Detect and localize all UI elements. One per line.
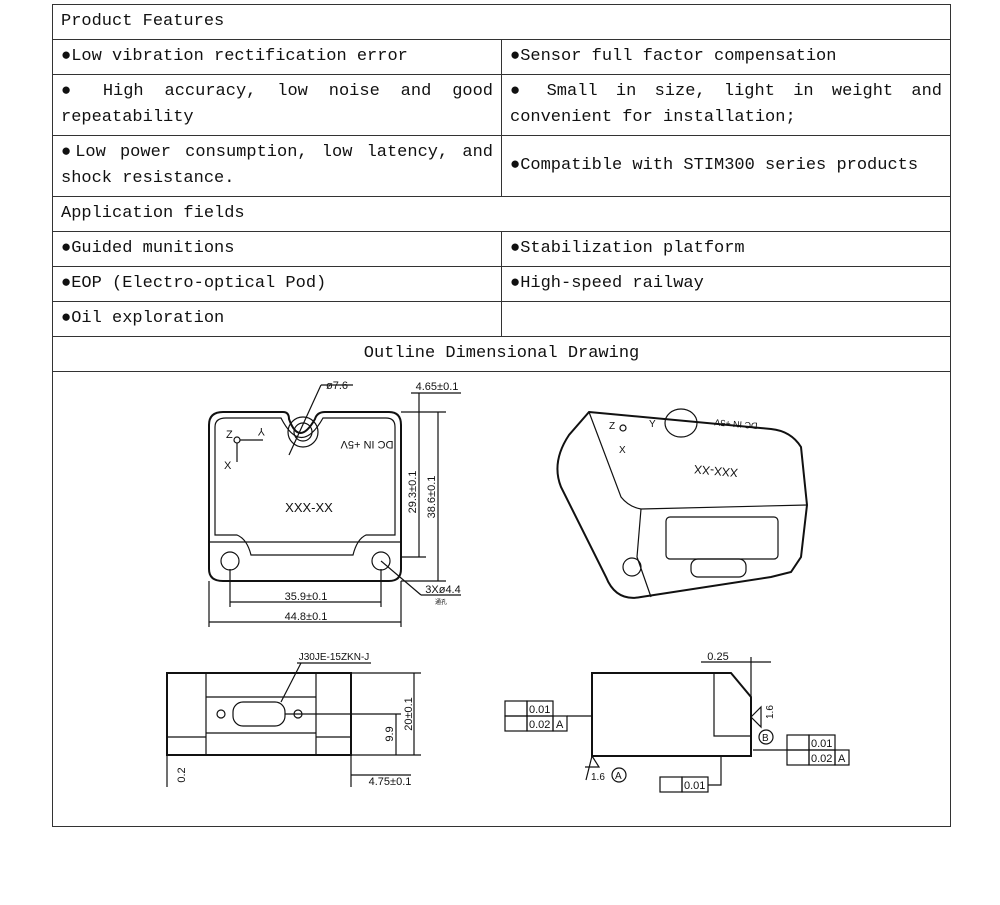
flatness-value: 0.01 [684,780,705,792]
datum-ref: A [556,719,564,731]
top-view: Z Y X DC IN +5V XXX-XX ø7.6 4.65±0.1 29.… [208,380,461,627]
base-dim: 0.2 [176,767,188,782]
application-item [500,301,952,337]
flatness-value: 0.01 [529,704,550,716]
height-inner-dim: 29.3±0.1 [407,471,419,514]
section-title-features: Product Features [51,4,952,40]
iso-axis-y: Y [649,419,656,430]
width-inner-dim: 35.9±0.1 [285,591,328,603]
front-view: J30JE-15ZKN-J 20±0.1 9.9 0.2 4.75±0.1 [166,652,421,788]
axis-y-label: Y [257,425,265,437]
height-dim: 20±0.1 [403,697,415,731]
feature-item: ●Compatible with STIM300 series products [500,135,952,197]
side-view: 0.25 0.01 0.02 A 0.01 0.02 A [504,651,850,793]
chamfer-dim: 0.25 [707,651,728,663]
tolerance-frame-right: 0.01 0.02 A [753,734,850,766]
model-label: XXX-XX [285,500,333,515]
section-title-drawing: Outline Dimensional Drawing [51,336,952,372]
width-outer-dim: 44.8±0.1 [285,611,328,623]
tolerance-frame-bottom: 0.01 [659,756,722,793]
section-title-applications: Application fields [51,196,952,232]
axis-x-label: X [224,460,232,472]
offset-dim: 4.65±0.1 [416,381,459,393]
feature-item: ●Low power consumption, low latency, and… [52,135,502,197]
application-item: ●Stabilization platform [500,231,952,267]
hole-dia-dim: ø7.6 [326,380,348,392]
roughness-bottom: 1.6 [591,772,605,783]
perp-value: 0.02 [529,719,550,731]
datum-ref: A [838,753,846,765]
isometric-view: Z Y X DC IN +5V XXX-XX [556,408,809,599]
outline-drawing: Z Y X DC IN +5V XXX-XX ø7.6 4.65±0.1 29.… [166,380,850,793]
application-item: ●EOP (Electro-optical Pod) [52,266,502,302]
drawing-cell: Z Y X DC IN +5V XXX-XX ø7.6 4.65±0.1 29.… [51,371,952,827]
application-item: ●Oil exploration [52,301,502,337]
perp-value: 0.02 [811,753,832,765]
feature-item: ● Small in size, light in weight and con… [500,74,952,136]
application-item: ●Guided munitions [52,231,502,267]
power-label: DC IN +5V [340,438,394,450]
tolerance-frame-left: 0.01 0.02 A [504,700,592,732]
datum-a: A [615,771,622,782]
flatness-value: 0.01 [811,738,832,750]
connector-height-dim: 9.9 [384,726,396,741]
iso-model-label: XXX-XX [693,462,738,480]
iso-power-label: DC IN +5V [714,417,758,431]
feature-item: ●Low vibration rectification error [52,39,502,75]
height-outer-dim: 38.6±0.1 [426,476,438,519]
iso-axis-x: X [619,445,626,456]
roughness-side: 1.6 [765,705,776,719]
feature-item: ● High accuracy, low noise and good repe… [52,74,502,136]
mount-holes-dim: 3Xø4.4 [425,584,460,596]
mount-note: 通孔 [435,598,447,606]
datum-b: B [762,733,769,744]
application-item: ●High-speed railway [500,266,952,302]
axis-z-label: Z [226,429,233,441]
connector-label: J30JE-15ZKN-J [299,652,370,663]
spec-table: Product Features ●Low vibration rectific… [51,4,952,827]
feature-item: ●Sensor full factor compensation [500,39,952,75]
offset-dim-front: 4.75±0.1 [369,776,412,788]
iso-axis-z: Z [609,421,615,432]
